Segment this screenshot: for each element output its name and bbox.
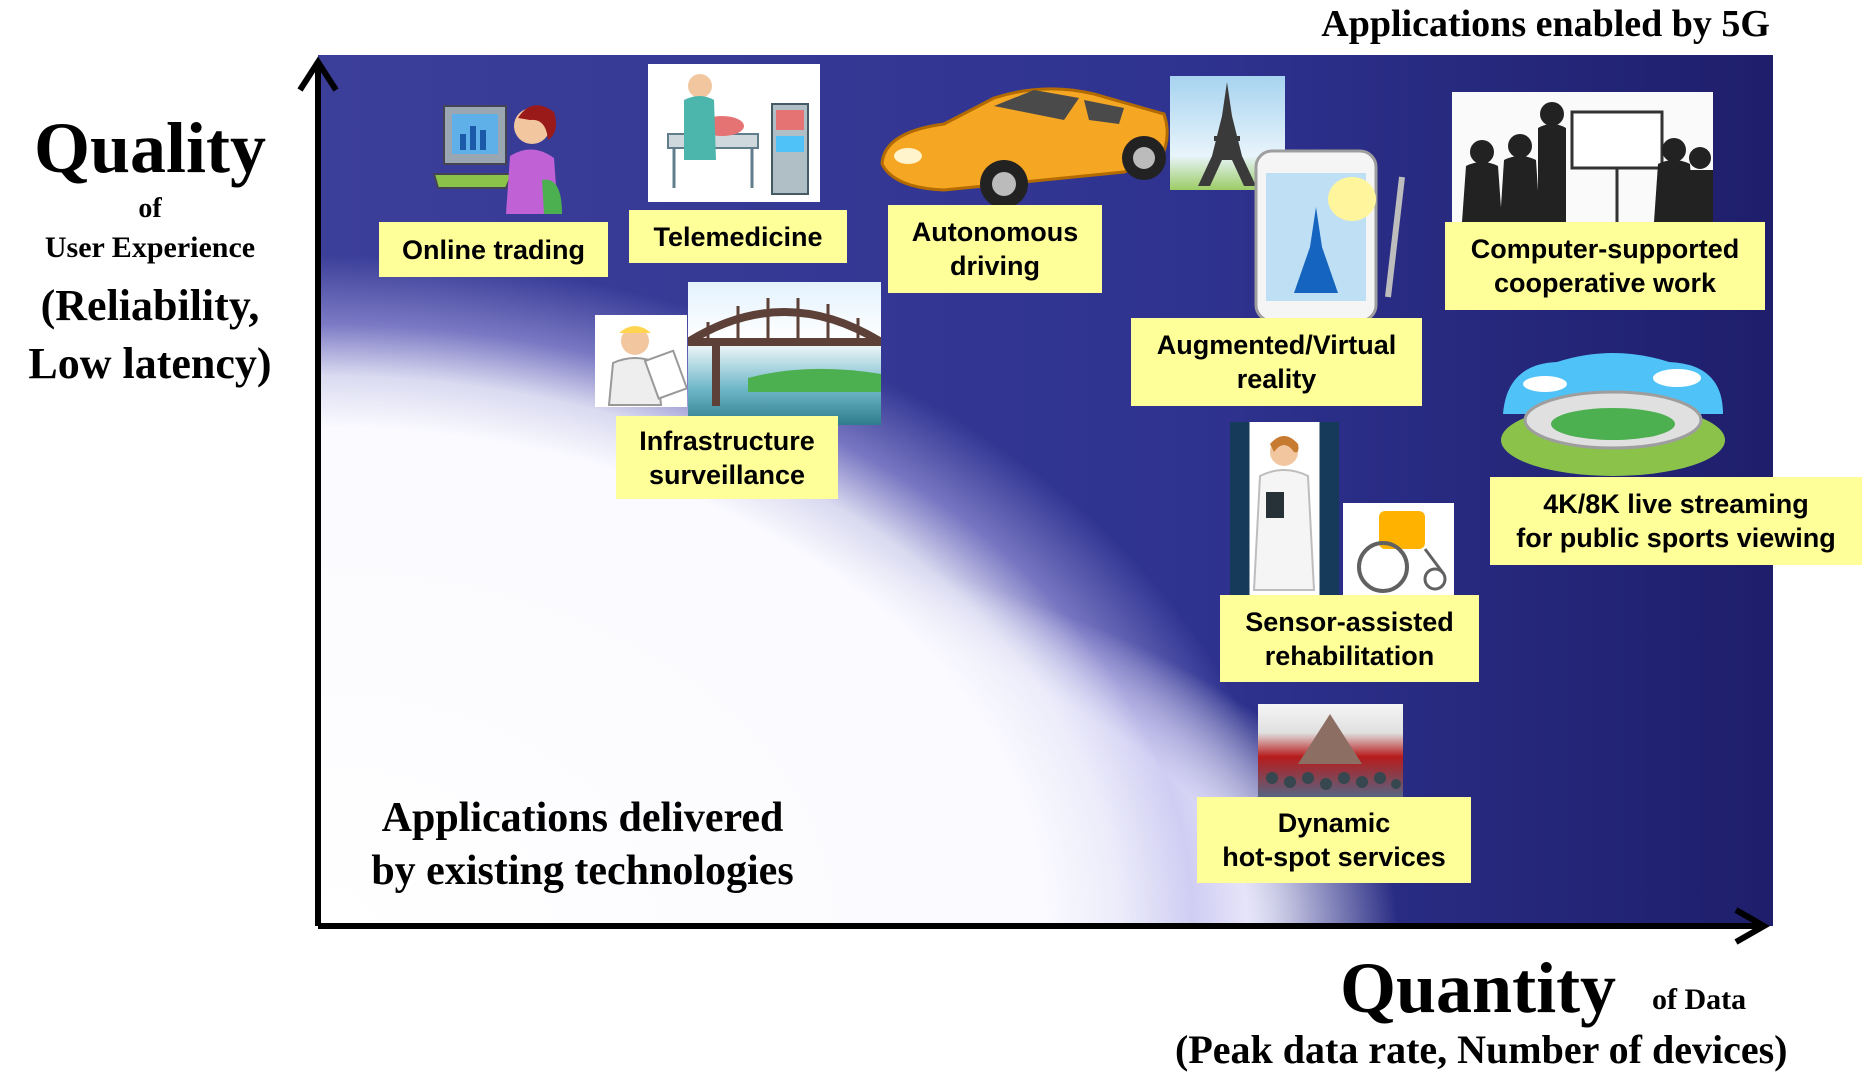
x-axis-detail: (Peak data rate, Number of devices)	[1175, 1027, 1788, 1072]
existing-line-2: by existing technologies	[371, 848, 794, 894]
application-label-line: cooperative work	[1493, 268, 1717, 298]
hospital-bed-icon	[648, 64, 820, 202]
application-label-line: Sensor-assisted	[1245, 606, 1454, 637]
application-label-line: Telemedicine	[653, 221, 823, 252]
application-label-computer-supported-cooperative-work: Computer-supported cooperative work	[1445, 222, 1765, 310]
application-label-line: Infrastructure	[639, 425, 815, 456]
application-label-line: driving	[949, 251, 1040, 281]
stadium-icon	[1497, 344, 1729, 478]
y-axis-detail-2: Low latency)	[28, 339, 272, 388]
application-label-line: Autonomous	[911, 217, 1079, 247]
crowd-icon	[1258, 704, 1403, 800]
application-label-line: Computer-supported	[1470, 234, 1740, 264]
application-label-line: reality	[1236, 364, 1317, 394]
doctor-icon	[1230, 422, 1339, 595]
x-axis-title: Quantity	[1340, 948, 1617, 1028]
y-axis-of: of	[138, 193, 162, 224]
y-axis-subtitle: User Experience	[44, 231, 256, 264]
application-label-line: Dynamic	[1277, 808, 1391, 838]
engineer-icon	[595, 315, 687, 407]
application-label-line: hot-spot services	[1222, 842, 1446, 872]
application-label-line: rehabilitation	[1264, 640, 1435, 671]
trader-computer-icon	[432, 96, 567, 224]
existing-applications-label: Applications delivered by existing techn…	[330, 792, 835, 898]
existing-line-1: Applications delivered	[381, 795, 784, 841]
application-label-dynamic-hot-spot-services: Dynamic hot-spot services	[1197, 797, 1471, 883]
application-label-line: Augmented/Virtual	[1156, 330, 1397, 360]
application-label-augmented-virtual-reality: Augmented/Virtual reality	[1131, 318, 1422, 406]
application-label-online-trading: Online trading	[379, 222, 608, 277]
application-label-telemedicine: Telemedicine	[629, 210, 847, 263]
smartphone-icon	[1252, 147, 1414, 322]
x-axis-arrowhead	[1734, 907, 1771, 945]
application-label-line: Online trading	[401, 234, 585, 265]
application-label-autonomous-driving: Autonomous driving	[888, 205, 1102, 293]
enabled-by-5g-title: Applications enabled by 5G	[1321, 3, 1770, 45]
sports-car-icon	[874, 68, 1172, 213]
y-axis-title: Quality	[33, 108, 267, 188]
y-axis-detail-1: (Reliability,	[40, 281, 260, 330]
bridge-icon	[688, 282, 881, 425]
x-axis-suffix: of Data	[1652, 983, 1747, 1016]
y-axis-arrowhead	[297, 56, 339, 92]
application-label-line: for public sports viewing	[1516, 523, 1836, 553]
application-label-line: 4K/8K live streaming	[1543, 489, 1809, 519]
application-label-4k-8k-live-streaming: 4K/8K live streaming for public sports vi…	[1490, 477, 1862, 565]
application-label-line: surveillance	[648, 459, 806, 490]
meeting-room-icon	[1452, 92, 1713, 228]
wheelchair-icon	[1343, 503, 1454, 596]
